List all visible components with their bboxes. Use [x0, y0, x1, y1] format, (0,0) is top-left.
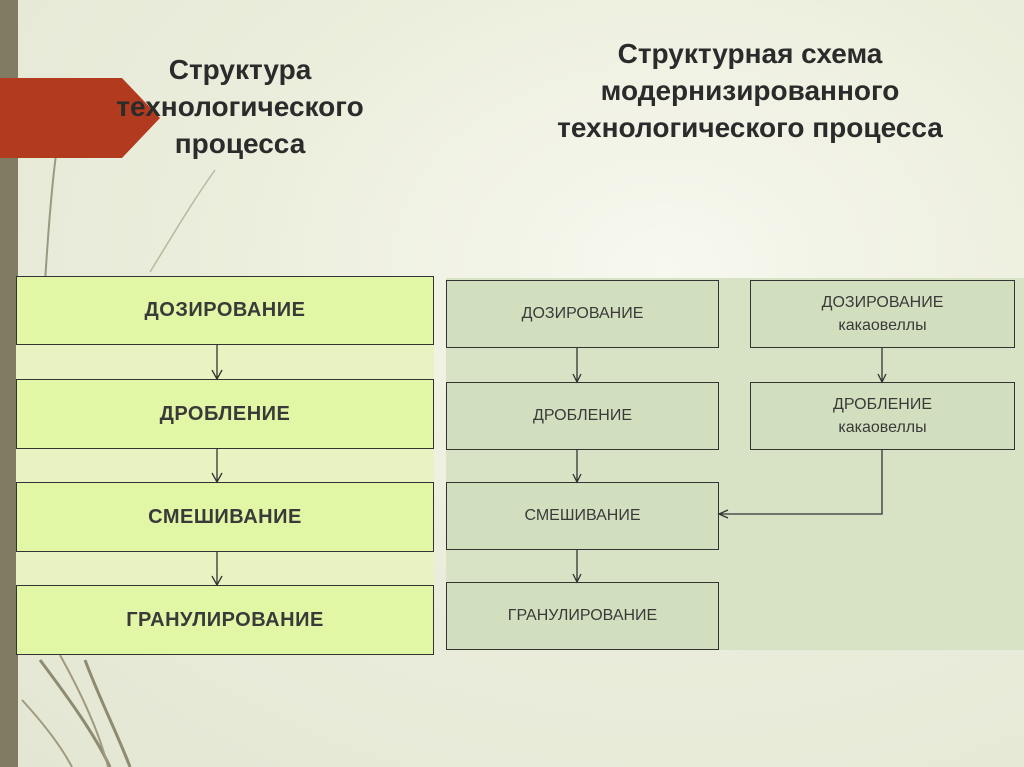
merge-connector [719, 450, 882, 514]
